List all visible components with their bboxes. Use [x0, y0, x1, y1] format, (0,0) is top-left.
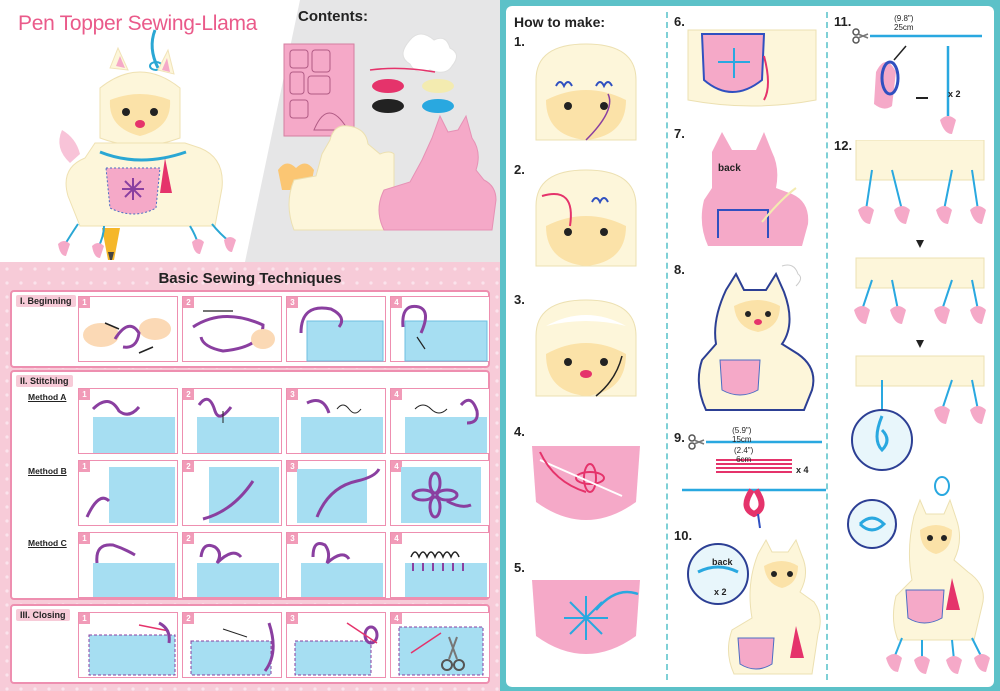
step-number: 11.: [834, 14, 852, 29]
stuffing-cotton: [402, 33, 457, 73]
thread-cream: [422, 79, 454, 93]
step7-back-piece-illustration: [701, 132, 809, 246]
step-number: 9.: [674, 430, 685, 445]
count-label: x 4: [796, 465, 809, 475]
felt-pink-body-piece: [378, 114, 497, 231]
sewing-techniques-heading: Basic Sewing Techniques: [158, 270, 342, 287]
step11-leg-thread-illustration: [852, 28, 982, 134]
step-cell: 2: [182, 612, 282, 678]
step2-face-illustration: [535, 169, 637, 267]
knot-fabric-icon: [299, 306, 384, 362]
step-cell: 1: [78, 388, 178, 454]
count-label: x 2: [714, 587, 727, 597]
length-label-long: (5.9")15cm: [732, 426, 752, 444]
count-label: x 2: [948, 89, 961, 99]
scissors-icon: [688, 434, 705, 450]
thread-black: [372, 99, 404, 113]
loop-detail-circle: [847, 499, 897, 549]
page-title: Pen Topper Sewing-Llama: [18, 12, 258, 35]
felt-cream-body-piece: [288, 125, 395, 231]
step-cell: 4: [390, 612, 490, 678]
back-label: back: [718, 163, 741, 174]
step-number: 1.: [514, 34, 525, 49]
step10-tail-attach-illustration: [687, 538, 821, 675]
step-number: 3.: [514, 292, 525, 307]
method-label: Method A: [28, 392, 67, 402]
step-cell: 3: [286, 532, 386, 598]
step1-face-illustration: [535, 43, 637, 141]
step-cell: 1: [78, 532, 178, 598]
step-number: 6.: [674, 14, 685, 29]
step-cell: 1: [78, 296, 178, 362]
step-number: 10.: [674, 528, 693, 543]
step-cell: 2: [182, 532, 282, 598]
flower-stitch-icon: [401, 467, 481, 523]
step-cell: 3: [286, 460, 386, 526]
llama-pen-topper-illustration: [58, 29, 236, 260]
step5-pocket-flower-illustration: [532, 580, 640, 654]
step-cell: 4: [390, 296, 490, 362]
needle-icon: [369, 67, 436, 73]
step4-pocket-illustration: [532, 446, 640, 520]
step-cell: 3: [286, 388, 386, 454]
how-to-make-panel: How to make: 1. 2. 3. 4.: [506, 6, 994, 687]
step8-llama-assembled-illustration: [697, 264, 815, 411]
scissors-icon: [852, 28, 869, 44]
how-to-make-heading: How to make:: [514, 14, 606, 30]
knot-detail-circle: [851, 409, 913, 471]
step-cell: 1: [78, 612, 178, 678]
thread-loop-icon: [192, 310, 275, 353]
step-number: 7.: [674, 126, 685, 141]
step-number: 5.: [514, 560, 525, 575]
step9-thread-cutting-illustration: [682, 434, 826, 529]
length-label: (9.8")25cm: [894, 14, 914, 32]
basic-sewing-techniques-panel: Basic Sewing Techniques I. Beginning 1 2: [0, 262, 500, 691]
section-label: II. Stitching: [16, 375, 73, 387]
length-label-short: (2.4")6cm: [734, 446, 754, 464]
section-beginning: I. Beginning 1 2 3: [10, 290, 490, 368]
step-cell: 4: [390, 532, 490, 598]
step-number: 2.: [514, 162, 525, 177]
kit-contents-illustration: [278, 33, 497, 231]
column-divider: [666, 12, 668, 680]
section-stitching: II. Stitching Method A 1 2 3 4 Method B …: [10, 370, 490, 600]
needle-through-fabric-icon: [401, 304, 488, 362]
blanket-stitch-icon: [405, 551, 487, 597]
step-cell: 3: [286, 612, 386, 678]
right-page: How to make: 1. 2. 3. 4.: [500, 0, 1000, 691]
hands-threading-icon: [83, 318, 171, 354]
step-cell: 4: [390, 460, 490, 526]
method-label: Method B: [28, 466, 67, 476]
step-cell: 3: [286, 296, 386, 362]
section-label: I. Beginning: [16, 295, 76, 307]
contents-heading: Contents:: [298, 8, 368, 25]
step-cell: 2: [182, 296, 282, 362]
left-page: Pen Topper Sewing-Llama Conte: [0, 0, 500, 691]
thread-blue: [422, 99, 454, 113]
step-cell: 2: [182, 388, 282, 454]
step-cell: 2: [182, 460, 282, 526]
step-number: 4.: [514, 424, 525, 439]
scissors-icon: [398, 626, 484, 676]
thread-pink: [372, 79, 404, 93]
step-cell: 1: [78, 460, 178, 526]
step-number: 12.: [834, 138, 853, 153]
step3-face-illustration: [535, 299, 637, 397]
step-cell: 4: [390, 388, 490, 454]
column-divider: [826, 12, 828, 680]
section-closing: III. Closing 1 2 3 4: [10, 604, 490, 684]
step-number: 8.: [674, 262, 685, 277]
felt-sheet-pattern: [283, 43, 355, 137]
back-label: back: [712, 557, 733, 567]
step6-pocket-sewing-illustration: [687, 29, 817, 107]
step12-attach-legs-illustration: [847, 140, 990, 674]
method-label: Method C: [28, 538, 67, 548]
section-label: III. Closing: [16, 609, 70, 621]
